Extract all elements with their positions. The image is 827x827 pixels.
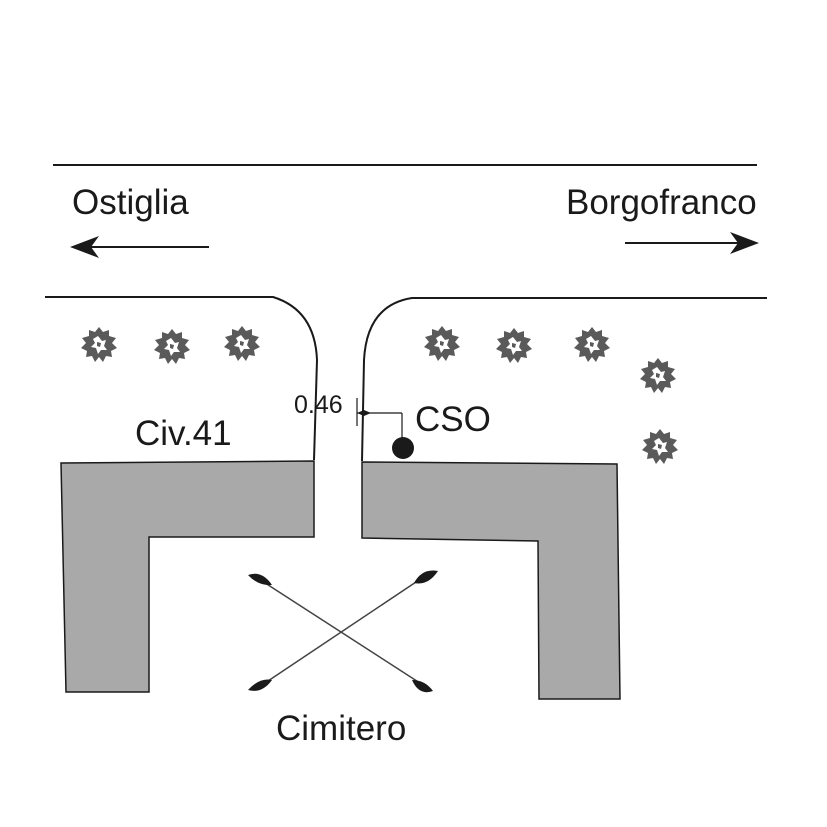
label-cimitero: Cimitero	[276, 709, 406, 748]
arrow-east-icon	[625, 232, 759, 254]
tree-icon	[496, 328, 532, 363]
label-civ41: Civ.41	[135, 414, 232, 453]
road-south-edge-right	[361, 297, 767, 462]
building-left	[60, 460, 315, 693]
crossed-bones-icon	[248, 570, 438, 693]
distance-dimension	[356, 398, 403, 440]
tree-icon	[642, 429, 678, 464]
cso-point-icon	[392, 437, 414, 459]
tree-icon	[640, 358, 676, 393]
tree-icon	[81, 327, 117, 362]
tree-icon	[574, 327, 610, 362]
arrow-west-icon	[70, 236, 209, 258]
label-borgofranco: Borgofranco	[566, 183, 757, 222]
road-south-edge-left	[45, 296, 319, 461]
tree-icon	[224, 326, 260, 361]
tree-icon	[154, 329, 190, 364]
building-right	[361, 461, 621, 700]
tree-icon	[424, 326, 460, 361]
label-ostiglia: Ostiglia	[72, 183, 189, 222]
label-cso: CSO	[415, 400, 491, 439]
label-distance: 0.46	[294, 391, 343, 419]
